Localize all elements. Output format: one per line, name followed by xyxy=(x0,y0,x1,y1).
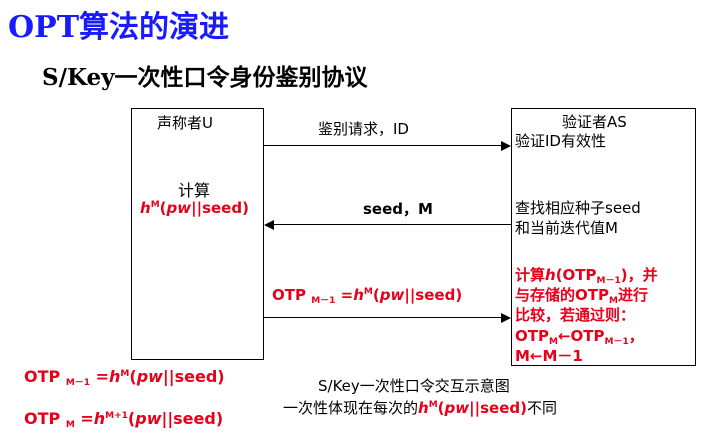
user-compute-formula: hM(pw||seed) xyxy=(140,199,249,217)
server-label: 验证者AS xyxy=(562,113,627,131)
server-verify-line-3: 比较，若通过则： xyxy=(515,306,636,324)
message-3-label: OTP M－1 =hM(pw||seed) xyxy=(272,286,463,306)
server-box: 验证者AS 验证ID有效性 查找相应种子seed 和当前迭代值M 计算h(OTP… xyxy=(511,108,696,366)
page-title: OPT算法的演进 xyxy=(8,10,230,45)
message-2-label: seed，M xyxy=(363,200,433,218)
server-verify-line-1: 计算h(OTPM－1)，并 xyxy=(515,266,658,286)
caption-line-2: 一次性体现在每次的hM(pw||seed)不同 xyxy=(283,399,557,417)
user-box: 声称者U 计算 hM(pw||seed) xyxy=(131,108,264,360)
page-subtitle: S/Key一次性口令身份鉴别协议 xyxy=(42,64,368,91)
message-3-arrow xyxy=(264,317,502,318)
message-3-arrowhead xyxy=(501,313,511,323)
user-label: 声称者U xyxy=(157,114,213,132)
server-verify-line-2: 与存储的OTPM进行 xyxy=(515,286,648,306)
server-verify-line-5: M←M－1 xyxy=(515,347,583,365)
formula-otp-m: OTP M =hM+1(pw||seed) xyxy=(24,409,224,430)
server-step-find-seed: 查找相应种子seed xyxy=(515,199,641,217)
message-1-label: 鉴别请求，ID xyxy=(318,120,409,138)
server-verify-line-4: OTPM←OTPM－1， xyxy=(515,327,644,347)
message-1-arrowhead xyxy=(501,141,511,151)
server-step-validate: 验证ID有效性 xyxy=(515,132,606,150)
user-compute-label: 计算 xyxy=(178,181,211,200)
server-step-iteration: 和当前迭代值M xyxy=(515,219,618,237)
message-2-arrow xyxy=(273,224,511,225)
formula-otp-m-minus-1: OTP M－1 =hM(pw||seed) xyxy=(24,367,225,388)
message-2-arrowhead xyxy=(264,220,274,230)
message-1-arrow xyxy=(264,145,502,146)
caption-line-1: S/Key一次性口令交互示意图 xyxy=(318,377,510,395)
